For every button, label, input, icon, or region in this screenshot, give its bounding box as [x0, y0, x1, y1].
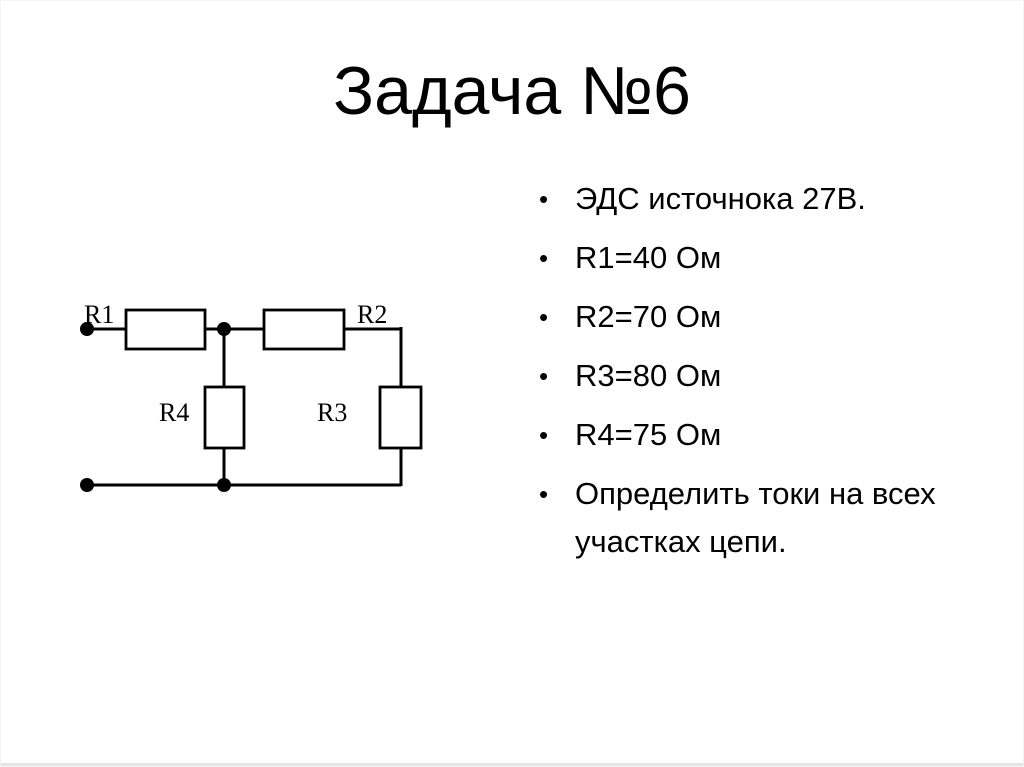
bullet-dot-icon: •: [539, 302, 549, 332]
bullet-item-r2: • R2=70 Ом: [539, 293, 985, 341]
slide-title: Задача №6: [333, 53, 691, 129]
bullet-item-emf: • ЭДС источнока 27В.: [539, 175, 985, 223]
junction-dot-top: [217, 322, 231, 336]
bullet-text-r4: R4=75 Ом: [575, 417, 722, 452]
resistor-r1-box: [124, 308, 207, 351]
bullet-dot-icon: •: [539, 243, 549, 273]
junction-dot-bottom: [217, 478, 231, 492]
bullet-text-task: Определить токи на всех участках цепи.: [575, 476, 936, 559]
bullet-item-task: • Определить токи на всех участках цепи.: [539, 470, 985, 566]
bullet-item-r3: • R3=80 Ом: [539, 352, 985, 400]
bullet-text-r3: R3=80 Ом: [575, 358, 722, 393]
resistor-r2-box: [262, 308, 346, 351]
bullet-text-r2: R2=70 Ом: [575, 299, 722, 334]
bullet-dot-icon: •: [539, 479, 549, 509]
bullet-dot-icon: •: [539, 184, 549, 214]
slide-bottom-edge-line: [1, 763, 1023, 766]
bullet-item-r4: • R4=75 Ом: [539, 411, 985, 459]
bullet-text-r1: R1=40 Ом: [575, 240, 722, 275]
label-r1: R1: [84, 300, 114, 329]
label-r2: R2: [357, 300, 387, 329]
label-r4: R4: [159, 398, 189, 427]
resistor-r4-box: [203, 385, 246, 450]
terminal-dot-top-left: [80, 322, 94, 336]
bullet-text-emf: ЭДС источнока 27В.: [575, 181, 866, 216]
bullet-dot-icon: •: [539, 361, 549, 391]
bullet-dot-icon: •: [539, 420, 549, 450]
bullet-item-r1: • R1=40 Ом: [539, 234, 985, 282]
resistor-r3-box: [378, 385, 423, 450]
bullet-list: • ЭДС источнока 27В. • R1=40 Ом • R2=70 …: [539, 175, 985, 577]
label-r3: R3: [317, 398, 347, 427]
terminal-dot-bottom-left: [80, 478, 94, 492]
